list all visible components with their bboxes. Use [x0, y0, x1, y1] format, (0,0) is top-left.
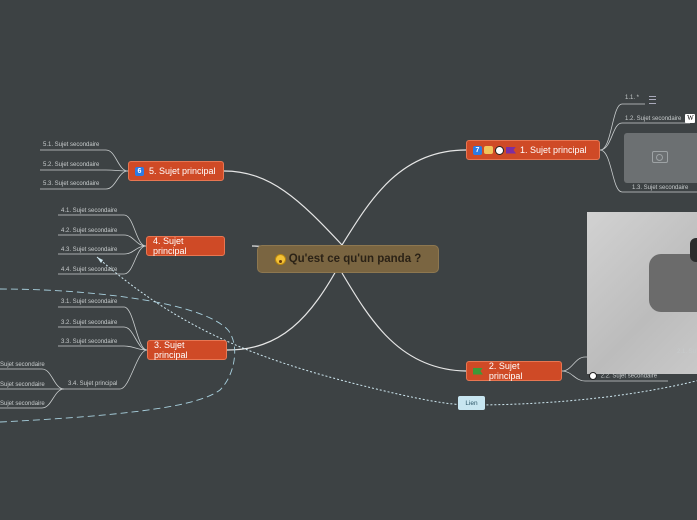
subtopic-1-1[interactable]: 1.1. *: [625, 95, 640, 101]
subtopic-2-1[interactable]: 2.1. Su: [677, 349, 697, 355]
subtopic-5-3[interactable]: 5.3. Sujet secondaire: [43, 181, 100, 187]
subtopic-5-2[interactable]: 5.2. Sujet secondaire: [43, 162, 100, 168]
subtopic-3-4-a[interactable]: Sujet secondaire: [0, 362, 45, 368]
image-content: [649, 254, 697, 312]
topic-image[interactable]: [587, 212, 697, 374]
central-topic[interactable]: Qu'est ce qu'un panda ?: [257, 245, 439, 273]
image-placeholder[interactable]: [624, 133, 697, 183]
wikipedia-icon: W: [685, 114, 696, 123]
main-topic-5[interactable]: 6 5. Sujet principal: [128, 161, 224, 181]
main-topic-4[interactable]: 4. Sujet principal: [146, 236, 225, 256]
connector-t1: [341, 149, 467, 246]
subtopic-3-4-b[interactable]: Sujet secondaire: [0, 382, 45, 388]
panda-icon: [495, 145, 504, 155]
relationship-arrowhead: [97, 257, 103, 263]
subtopic-3-2[interactable]: 3.2. Sujet secondaire: [61, 320, 118, 326]
image-detail: [690, 238, 697, 262]
camera-icon: [652, 151, 668, 163]
central-topic-label: Qu'est ce qu'un panda ?: [288, 253, 422, 265]
subtopic-5-1[interactable]: 5.1. Sujet secondaire: [43, 142, 100, 148]
panda-icon: [589, 372, 597, 380]
green-flag-icon: [473, 367, 483, 375]
subtopic-1-2-label: 1.2. Sujet secondaire: [625, 116, 682, 122]
subtopic-3-4-c[interactable]: Sujet secondaire: [0, 401, 45, 407]
subtopic-3-3[interactable]: 3.3. Sujet secondaire: [61, 339, 118, 345]
subtopic-4-3[interactable]: 4.3. Sujet secondaire: [61, 247, 118, 253]
thumbs-up-icon: [484, 146, 493, 154]
main-topic-3-label: 3. Sujet principal: [154, 340, 188, 360]
notes-icon: [649, 96, 656, 104]
subtopic-4-4[interactable]: 4.4. Sujet secondaire: [61, 267, 118, 273]
subtopic-1-3[interactable]: 1.3. Sujet secondaire: [632, 185, 689, 191]
surprised-face-icon: [274, 253, 286, 265]
main-topic-3[interactable]: 3. Sujet principal: [147, 340, 227, 360]
main-topic-5-label: 5. Sujet principal: [149, 166, 216, 176]
main-topic-1[interactable]: 7 1. Sujet principal: [466, 140, 600, 160]
subtopic-3-1[interactable]: 3.1. Sujet secondaire: [61, 299, 118, 305]
subtopic-3-4[interactable]: 3.4. Sujet principal: [68, 381, 118, 387]
connector-t5: [223, 170, 343, 246]
flag-icon: [506, 146, 516, 154]
main-topic-2[interactable]: 2. Sujet principal: [466, 361, 562, 381]
main-topic-4-label: 4. Sujet principal: [153, 236, 187, 256]
main-topic-1-label: 1. Sujet principal: [520, 145, 587, 155]
boundary-outline: [0, 288, 236, 423]
subtopic-2-2[interactable]: 2.2. Sujet secondaire: [589, 372, 657, 380]
priority-badge-icon: 6: [135, 166, 144, 176]
relationship-label[interactable]: Lien: [458, 396, 485, 410]
connector-t2: [341, 272, 467, 372]
subtopic-4-1[interactable]: 4.1. Sujet secondaire: [61, 208, 118, 214]
main-topic-2-label: 2. Sujet principal: [488, 361, 523, 381]
subtopic-4-2[interactable]: 4.2. Sujet secondaire: [61, 228, 118, 234]
priority-badge-icon: 7: [473, 145, 482, 155]
connector-t3: [226, 259, 343, 351]
subtopic-2-2-label: 2.2. Sujet secondaire: [600, 373, 658, 380]
relationship-line: [96, 256, 697, 406]
